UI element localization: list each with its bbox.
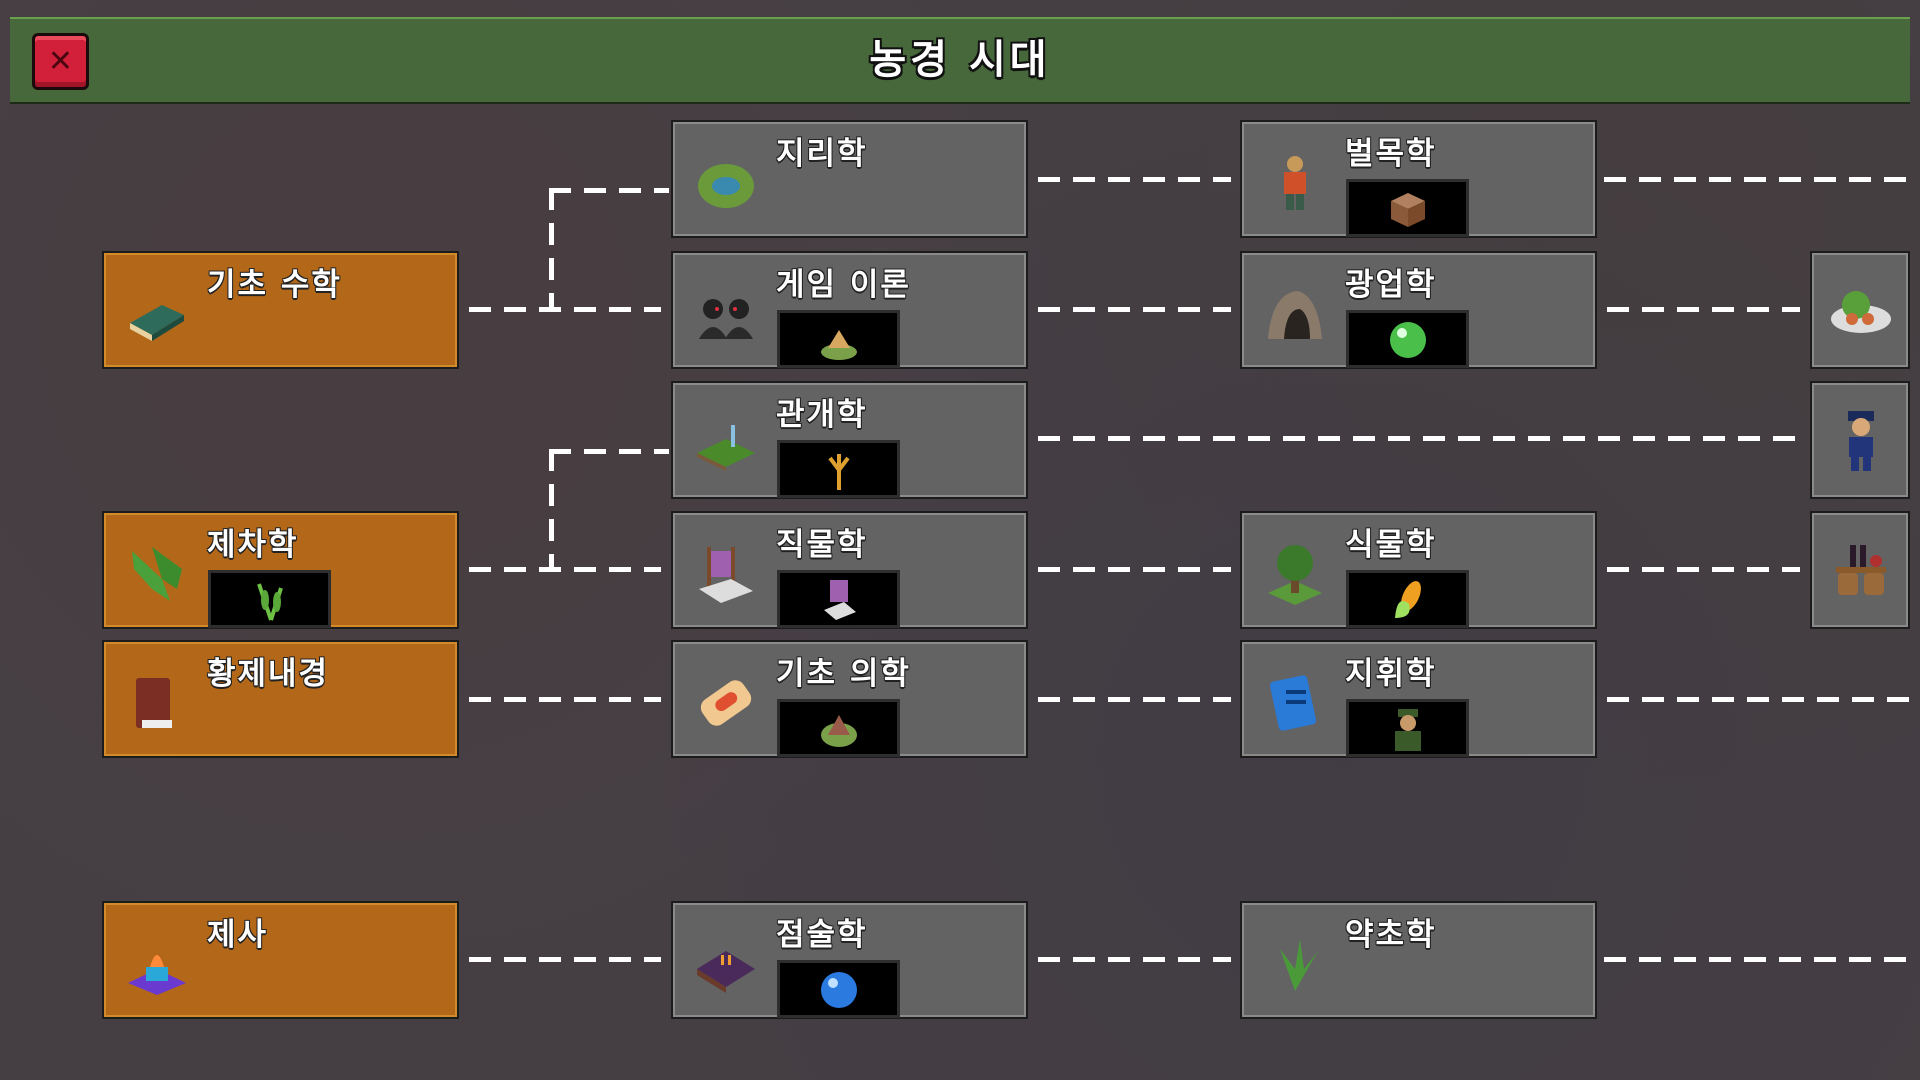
connector [1038, 697, 1231, 702]
mine-icon [1268, 291, 1322, 339]
tech-card-trade[interactable] [1810, 511, 1910, 629]
page-title: 농경 시대 [869, 37, 1051, 83]
connector [549, 449, 554, 572]
tech-title: 관개학 [776, 397, 868, 433]
tech-card-rites[interactable]: 제사 [102, 901, 459, 1019]
connector [1038, 177, 1231, 182]
connector [1604, 957, 1910, 962]
header-bar: ✕ 농경 시대 [10, 17, 1910, 104]
connector [469, 307, 661, 312]
reward-slot [777, 310, 900, 368]
tech-card-police[interactable] [1810, 381, 1910, 499]
connector [1607, 307, 1800, 312]
connector [549, 188, 669, 193]
tech-title: 점술학 [776, 917, 868, 953]
connector [469, 957, 661, 962]
tech-card-herbalism[interactable]: 약초학 [1240, 901, 1597, 1019]
connector [549, 449, 669, 454]
tech-card-command[interactable]: 지휘학 [1240, 640, 1597, 758]
reward-slot [777, 960, 900, 1018]
crystal-ball-icon [820, 972, 857, 1008]
reward-slot [1346, 699, 1469, 757]
tech-card-geography[interactable]: 지리학 [671, 120, 1028, 238]
connector [469, 697, 661, 702]
police-officer-icon [1848, 411, 1874, 471]
tech-card-tea-study[interactable]: 제차학 [102, 511, 459, 629]
tech-title: 약초학 [1345, 917, 1437, 953]
tech-card-divination[interactable]: 점술학 [671, 901, 1028, 1019]
tech-title: 게임 이론 [776, 267, 911, 303]
tech-title: 제사 [207, 917, 269, 953]
island-icon [698, 164, 754, 208]
tech-title: 광업학 [1345, 267, 1437, 303]
connector [469, 567, 661, 572]
blue-book-icon [1269, 675, 1317, 731]
clinic-icon [820, 715, 857, 747]
wheat-icon [827, 454, 850, 490]
reward-slot [1346, 310, 1469, 368]
general-icon [1394, 709, 1421, 751]
tech-card-cuisine[interactable] [1810, 251, 1910, 369]
tech-title: 지리학 [776, 136, 868, 172]
connector [1607, 697, 1910, 702]
tech-card-mining[interactable]: 광업학 [1240, 251, 1597, 369]
tech-title: 기초 수학 [207, 267, 342, 303]
loom-icon [823, 580, 856, 620]
divination-book-icon [697, 951, 755, 993]
tech-title: 직물학 [776, 527, 868, 563]
tech-title: 벌목학 [1345, 136, 1437, 172]
tech-title: 황제내경 [207, 656, 330, 692]
tech-card-huangdi-neijing[interactable]: 황제내경 [102, 640, 459, 758]
tech-card-basic-medicine[interactable]: 기초 의학 [671, 640, 1028, 758]
tech-card-game-theory[interactable]: 게임 이론 [671, 251, 1028, 369]
tech-title: 지휘학 [1345, 656, 1437, 692]
connector [1038, 567, 1231, 572]
connector [1038, 436, 1800, 441]
tech-card-basic-math[interactable]: 기초 수학 [102, 251, 459, 369]
green-orb-icon [1389, 322, 1426, 358]
reward-slot [777, 699, 900, 757]
connector [1607, 567, 1800, 572]
figures-icon [699, 299, 753, 339]
tech-title: 기초 의학 [776, 656, 911, 692]
tea-leaf-icon [132, 547, 182, 601]
tech-card-textiles[interactable]: 직물학 [671, 511, 1028, 629]
tea-sprig-icon [256, 583, 283, 621]
food-plate-icon [1831, 291, 1891, 333]
tree-icon [1268, 545, 1322, 605]
reward-slot [1346, 179, 1469, 237]
tech-card-irrigation[interactable]: 관개학 [671, 381, 1028, 499]
irrigated-field-icon [697, 425, 755, 471]
reward-slot [1346, 570, 1469, 628]
connector [549, 188, 554, 312]
lumberjack-icon [1284, 156, 1306, 210]
book-icon [130, 305, 184, 341]
hut-icon [820, 330, 857, 360]
connector [1038, 957, 1231, 962]
market-stall-icon [1836, 545, 1886, 595]
connector [1604, 177, 1910, 182]
corn-icon [1394, 581, 1421, 618]
wood-crate-icon [1390, 193, 1425, 227]
red-book-icon [136, 678, 172, 728]
close-button[interactable]: ✕ [32, 33, 89, 90]
tech-card-forestry[interactable]: 벌목학 [1240, 120, 1597, 238]
loom-icon [699, 547, 753, 603]
tech-card-botany[interactable]: 식물학 [1240, 511, 1597, 629]
reward-slot [208, 570, 331, 628]
pill-icon [700, 680, 752, 726]
tech-title: 제차학 [207, 527, 299, 563]
tech-title: 식물학 [1345, 527, 1437, 563]
close-icon: ✕ [47, 44, 74, 79]
herb-icon [1280, 939, 1318, 991]
reward-slot [777, 440, 900, 498]
altar-fire-icon [128, 955, 186, 995]
connector [1038, 307, 1231, 312]
reward-slot [777, 570, 900, 628]
